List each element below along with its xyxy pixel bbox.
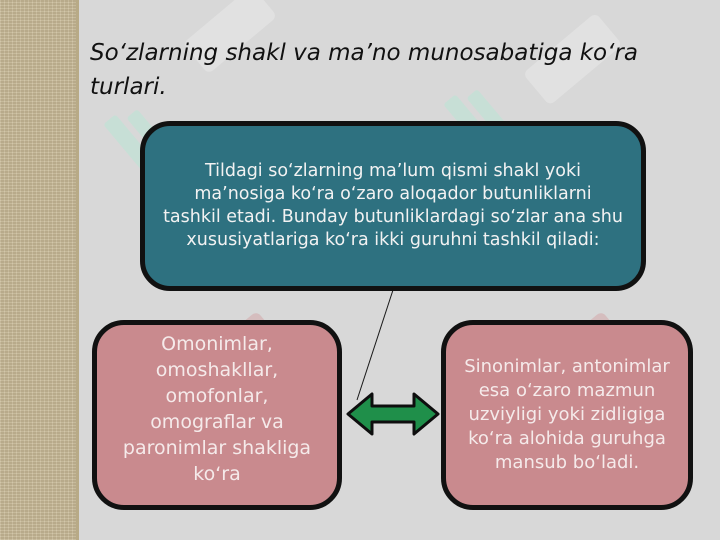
double-arrow-icon bbox=[346, 392, 440, 436]
definition-box: Tildagi so‘zlarning ma’lum qismi shakl y… bbox=[140, 121, 646, 291]
form-group-box: Omonimlar, omoshakllar, omofonlar, omogr… bbox=[92, 320, 342, 510]
strip-edge bbox=[76, 0, 79, 540]
definition-text: Tildagi so‘zlarning ma’lum qismi shakl y… bbox=[163, 161, 623, 250]
meaning-group-text: Sinonimlar, antonimlar esa o‘zaro mazmun… bbox=[464, 356, 670, 473]
meaning-group-box: Sinonimlar, antonimlar esa o‘zaro mazmun… bbox=[441, 320, 693, 510]
form-group-text: Omonimlar, omoshakllar, omofonlar, omogr… bbox=[122, 333, 312, 485]
slide-title: So‘zlarning shakl va ma’no munosabatiga … bbox=[90, 40, 638, 100]
connector-line bbox=[356, 289, 394, 401]
decorative-left-strip bbox=[0, 0, 76, 540]
